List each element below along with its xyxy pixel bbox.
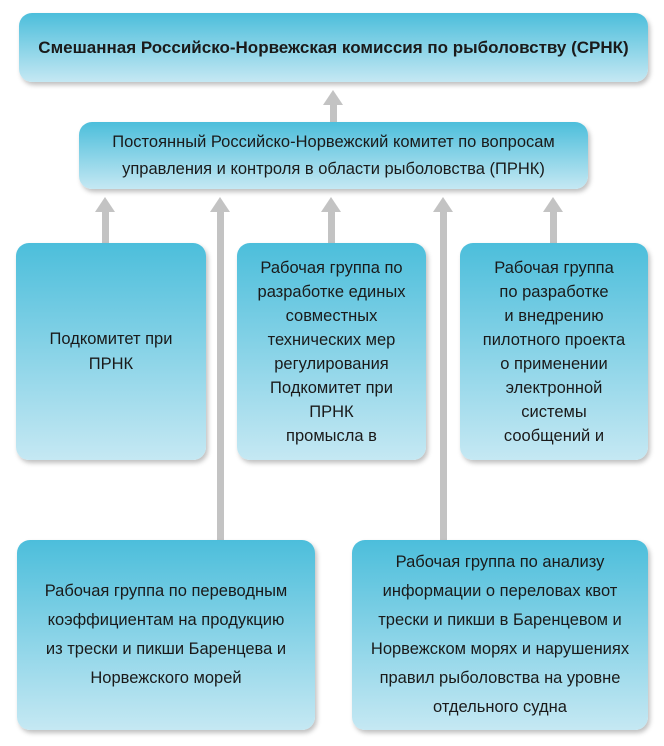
wg-technical-measures-label: Рабочая группа по разработке единых совм… xyxy=(257,258,406,445)
wg-conversion-factors-box: Рабочая группа по переводным коэффициент… xyxy=(17,540,315,730)
up-arrow-subcommittee xyxy=(95,197,115,243)
up-arrow-technical-measures xyxy=(321,197,341,243)
arrow-shaft xyxy=(329,105,337,122)
root-commission-label: Смешанная Российско-Норвежская комиссия … xyxy=(38,37,629,57)
wg-electronic-reporting-box: Рабочая группа по разработке и внедрению… xyxy=(460,243,648,460)
subcommittee-box: Подкомитет при ПРНК xyxy=(16,243,206,460)
up-arrow-conversion-factors xyxy=(210,197,230,540)
arrow-shaft xyxy=(439,212,447,540)
arrowhead-icon xyxy=(323,90,343,105)
committee-box: Постоянный Российско-Норвежский комитет … xyxy=(79,122,588,189)
arrow-shaft xyxy=(327,212,335,243)
arrowhead-icon xyxy=(321,197,341,212)
arrow-shaft xyxy=(549,212,557,243)
up-arrow-overfishing-analysis xyxy=(433,197,453,540)
up-arrow-electronic-reporting xyxy=(543,197,563,243)
arrow-shaft xyxy=(216,212,224,540)
arrowhead-icon xyxy=(433,197,453,212)
committee-label: Постоянный Российско-Норвежский комитет … xyxy=(112,132,555,178)
wg-overfishing-analysis-box: Рабочая группа по анализу информации о п… xyxy=(352,540,648,730)
up-arrow-committee-to-root xyxy=(323,90,343,122)
wg-technical-measures-box: Рабочая группа по разработке единых совм… xyxy=(237,243,426,460)
arrowhead-icon xyxy=(543,197,563,212)
arrow-shaft xyxy=(101,212,109,243)
arrowhead-icon xyxy=(210,197,230,212)
root-commission-box: Смешанная Российско-Норвежская комиссия … xyxy=(19,13,648,82)
arrowhead-icon xyxy=(95,197,115,212)
wg-electronic-reporting-label: Рабочая группа по разработке и внедрению… xyxy=(482,258,626,445)
wg-overfishing-analysis-label: Рабочая группа по анализу информации о п… xyxy=(370,553,630,716)
wg-conversion-factors-label: Рабочая группа по переводным коэффициент… xyxy=(44,582,288,687)
subcommittee-label: Подкомитет при ПРНК xyxy=(49,329,173,373)
